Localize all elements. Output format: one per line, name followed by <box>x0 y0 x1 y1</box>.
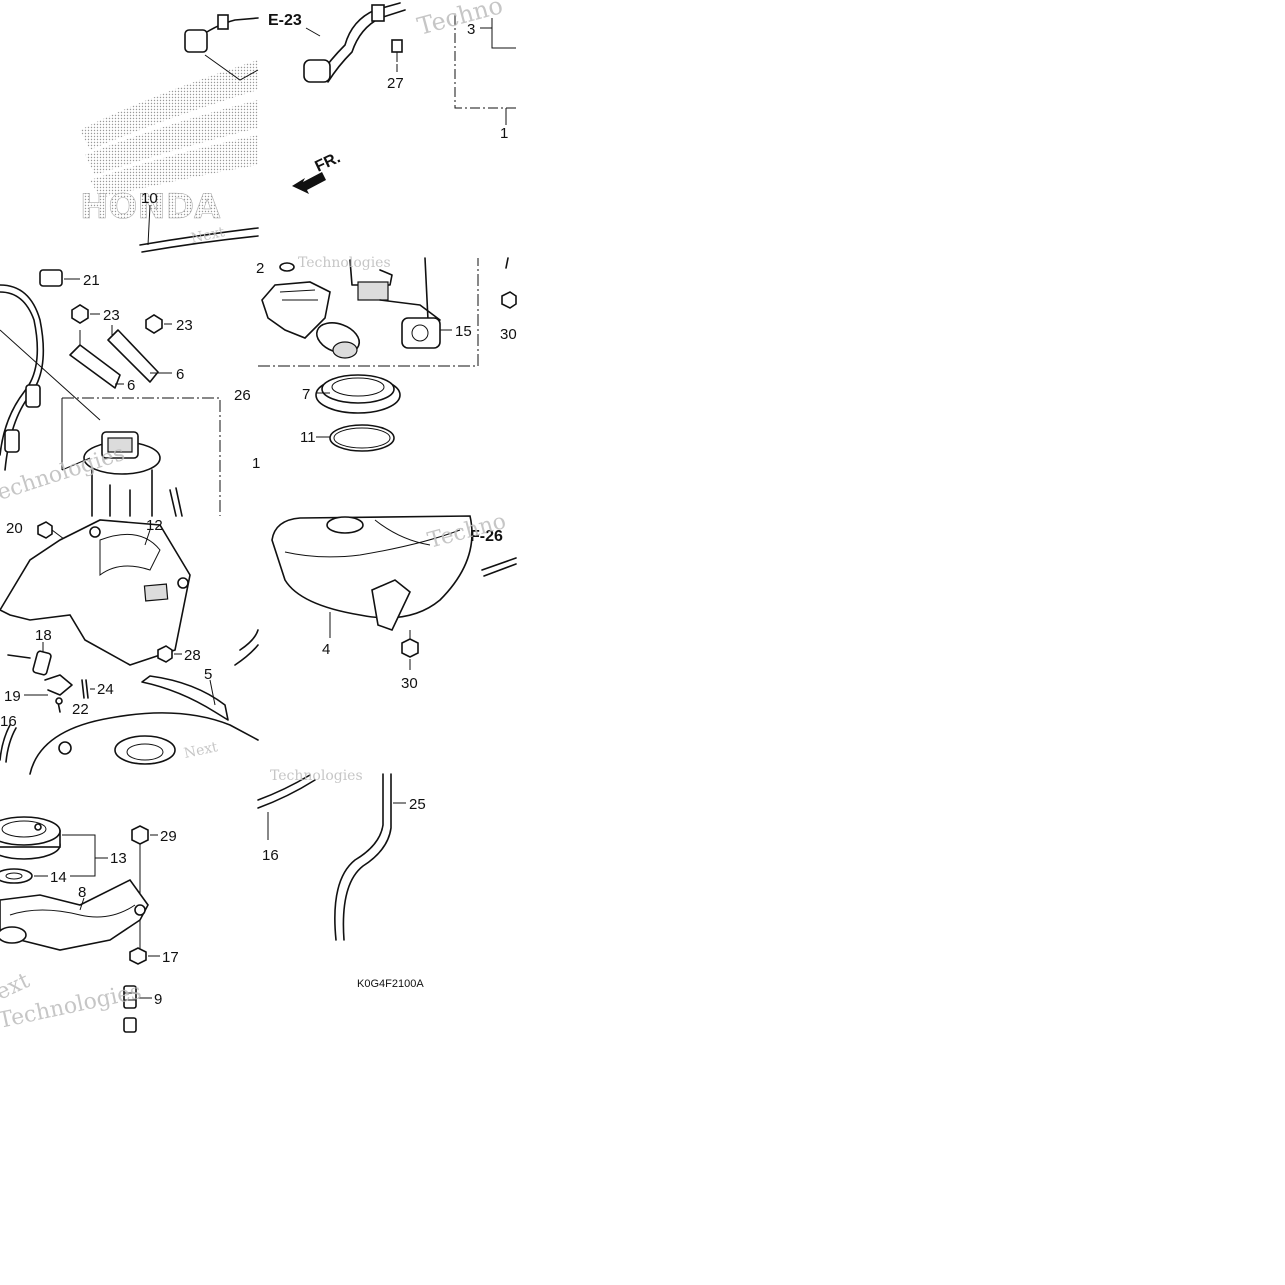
tile-lower-right: 4 30 F-26 Techno <box>271 509 517 692</box>
bolt-30 <box>401 638 419 658</box>
callout-25: 25 <box>409 796 426 813</box>
callout-29: 29 <box>160 828 177 845</box>
callout-16a: 16 <box>0 713 17 730</box>
callout-30a: 30 <box>500 326 517 343</box>
callout-23a: 23 <box>103 307 120 324</box>
callout-15: 15 <box>455 323 472 340</box>
tile-mid-left: 21 23 23 6 6 echnologie <box>0 269 221 517</box>
callout-13: 13 <box>110 850 127 867</box>
bolt-27 <box>391 39 403 62</box>
callout-2: 2 <box>256 260 264 277</box>
honda-wing-logo: HONDA <box>80 60 258 227</box>
callout-30b: 30 <box>401 675 418 692</box>
callout-9: 9 <box>154 991 162 1008</box>
clip-18 <box>32 650 52 676</box>
tank-cover-12 <box>0 519 191 666</box>
callout-11: 11 <box>300 429 316 446</box>
watermark-ogies: Technologies <box>298 255 391 271</box>
bolt-28 <box>157 645 173 663</box>
hose-16-left <box>0 724 11 761</box>
gasket-14 <box>0 868 33 884</box>
hose-connector <box>184 29 208 53</box>
tile-top-right: E-23 27 3 1 FR. Techno <box>268 0 516 194</box>
hose-16-right <box>257 774 311 801</box>
front-label: FR. <box>313 149 344 175</box>
connector-21 <box>39 269 63 287</box>
callout-1: 1 <box>500 125 508 142</box>
watermark-ext: ext <box>0 968 34 1005</box>
callout-7: 7 <box>302 386 310 403</box>
gasket-7 <box>315 374 401 414</box>
fuel-tank-top <box>29 712 259 775</box>
tile-top-left: HONDA 10 Next <box>80 14 259 253</box>
callout-10: 10 <box>141 190 158 207</box>
reference-e23: E-23 <box>268 12 302 29</box>
callout-28: 28 <box>184 647 201 664</box>
set-plate-6a <box>69 344 121 389</box>
callout-14: 14 <box>50 869 67 886</box>
bolt-20 <box>37 521 53 539</box>
set-plate-6b <box>107 329 159 383</box>
callout-17: 17 <box>162 949 179 966</box>
fuel-pump-assembly <box>83 431 183 517</box>
drain-bolt-9 <box>123 985 137 1009</box>
callout-26: 26 <box>234 387 251 404</box>
washer-2 <box>279 262 295 272</box>
reference-f26: F-26 <box>470 528 503 545</box>
fuel-pipe <box>319 2 401 76</box>
bracket-5 <box>141 675 229 721</box>
pump-bracket <box>349 259 393 286</box>
callout-12: 12 <box>146 517 163 534</box>
nut-23a <box>71 304 89 324</box>
callout-24: 24 <box>97 681 114 698</box>
watermark-next: Next <box>190 224 227 247</box>
tile-bottom-right: 16 25 K0G4F2100A Technologies <box>257 768 426 990</box>
fuel-cap-13 <box>0 816 61 860</box>
pipe-connector <box>303 59 331 83</box>
fuel-level-sender <box>379 299 441 321</box>
o-ring-11 <box>329 424 395 452</box>
hose-10 <box>139 227 259 246</box>
callout-18: 18 <box>35 627 52 644</box>
callout-6b: 6 <box>127 377 135 394</box>
callout-3: 3 <box>467 21 475 38</box>
part-code: K0G4F2100A <box>357 978 424 990</box>
hose-clamp <box>217 14 229 30</box>
tile-mid-right: 2 26 1 15 30 7 11 Tec <box>234 255 517 472</box>
callout-1b: 1 <box>252 455 260 472</box>
callout-27: 27 <box>387 75 404 92</box>
tile-bottom-left: 13 14 29 8 17 9 ext Technologies <box>0 816 179 1034</box>
callout-8: 8 <box>78 884 86 901</box>
pump-filter <box>261 281 331 339</box>
bolt-29 <box>131 825 149 845</box>
callout-20: 20 <box>6 520 23 537</box>
honda-watermark-text: HONDA <box>80 187 221 227</box>
stay-19 <box>44 674 73 696</box>
callout-21: 21 <box>83 272 100 289</box>
tank-stay <box>371 579 411 631</box>
callout-19: 19 <box>4 688 21 705</box>
front-arrow-icon <box>292 172 326 194</box>
watermark-ogies-2: Technologies <box>270 768 363 784</box>
callout-4: 4 <box>322 641 330 658</box>
nut-17 <box>129 947 147 965</box>
tile-lower-left: 20 12 18 28 5 19 24 22 <box>0 517 259 775</box>
callout-16b: 16 <box>262 847 279 864</box>
callout-6a: 6 <box>176 366 184 383</box>
watermark-next-2: Next <box>183 739 220 762</box>
breather-hose-25 <box>334 773 384 941</box>
nut-23b <box>145 314 163 334</box>
callout-23b: 23 <box>176 317 193 334</box>
callout-5: 5 <box>204 666 212 683</box>
callout-22: 22 <box>72 701 89 718</box>
